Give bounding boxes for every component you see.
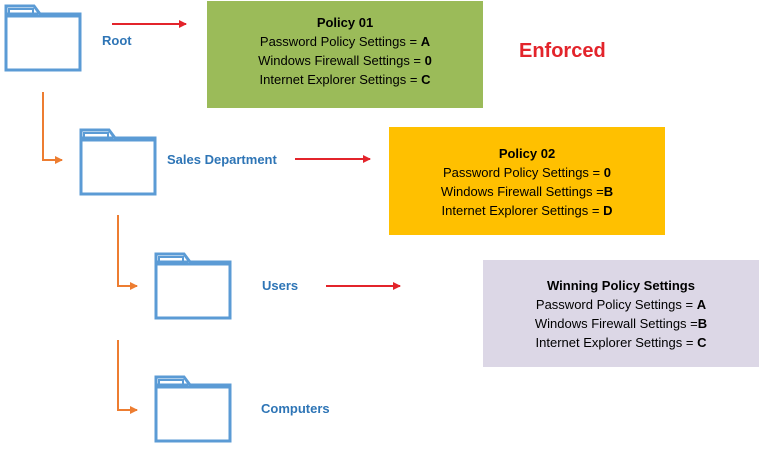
policy01-title: Policy 01 xyxy=(316,15,374,30)
winning-password-value: A xyxy=(696,297,707,312)
winning-policy-box: Winning Policy Settings Password Policy … xyxy=(483,260,759,367)
users-label: Users xyxy=(262,278,299,293)
policy02-ie-value: D xyxy=(603,203,613,218)
winning-ie-label: Internet Explorer Settings = xyxy=(535,335,698,350)
computers-label: Computers xyxy=(261,401,330,416)
winning-ie-line: Internet Explorer Settings = C xyxy=(483,333,759,352)
enforced-label: Enforced xyxy=(519,40,606,62)
policy01-ie-label: Internet Explorer Settings = xyxy=(259,72,422,87)
sales-department-folder-icon[interactable] xyxy=(79,128,158,196)
connector-root-to-sales xyxy=(42,92,63,164)
users-folder-icon[interactable] xyxy=(154,252,233,320)
policy01-firewall-value: 0 xyxy=(424,53,432,68)
winning-firewall-label: Windows Firewall Settings = xyxy=(534,316,698,331)
winning-ie-value: C xyxy=(697,335,707,350)
policy01-box: Policy 01 Password Policy Settings = A W… xyxy=(207,1,483,108)
connector-sales-to-computers xyxy=(117,340,138,414)
policy02-ie-label: Internet Explorer Settings = xyxy=(441,203,604,218)
computers-folder-icon[interactable] xyxy=(154,375,233,443)
policy01-firewall-label: Windows Firewall Settings = xyxy=(258,53,425,68)
policy01-firewall-line: Windows Firewall Settings = 0 xyxy=(207,51,483,70)
policy02-firewall-label: Windows Firewall Settings = xyxy=(440,184,604,199)
policy02-password-value: 0 xyxy=(603,165,611,180)
policy01-password-label: Password Policy Settings = xyxy=(259,34,421,49)
root-folder-icon[interactable] xyxy=(4,4,83,72)
policy01-password-value: A xyxy=(420,34,431,49)
winning-firewall-value: B xyxy=(697,316,708,331)
winning-password-line: Password Policy Settings = A xyxy=(483,295,759,314)
policy02-password-label: Password Policy Settings = xyxy=(442,165,604,180)
policy02-password-line: Password Policy Settings = 0 xyxy=(389,163,665,182)
policy01-password-line: Password Policy Settings = A xyxy=(207,32,483,51)
root-label: Root xyxy=(102,33,132,48)
policy02-firewall-line: Windows Firewall Settings =B xyxy=(389,182,665,201)
policy01-ie-value: C xyxy=(421,72,431,87)
winning-title: Winning Policy Settings xyxy=(547,278,695,293)
policy02-box: Policy 02 Password Policy Settings = 0 W… xyxy=(389,127,665,235)
policy02-title: Policy 02 xyxy=(498,146,556,161)
winning-firewall-line: Windows Firewall Settings =B xyxy=(483,314,759,333)
policy01-ie-line: Internet Explorer Settings = C xyxy=(207,70,483,89)
sales-department-label: Sales Department xyxy=(167,152,277,167)
connector-sales-to-users xyxy=(117,215,138,290)
policy02-ie-line: Internet Explorer Settings = D xyxy=(389,201,665,220)
winning-password-label: Password Policy Settings = xyxy=(535,297,697,312)
policy02-firewall-value: B xyxy=(603,184,614,199)
